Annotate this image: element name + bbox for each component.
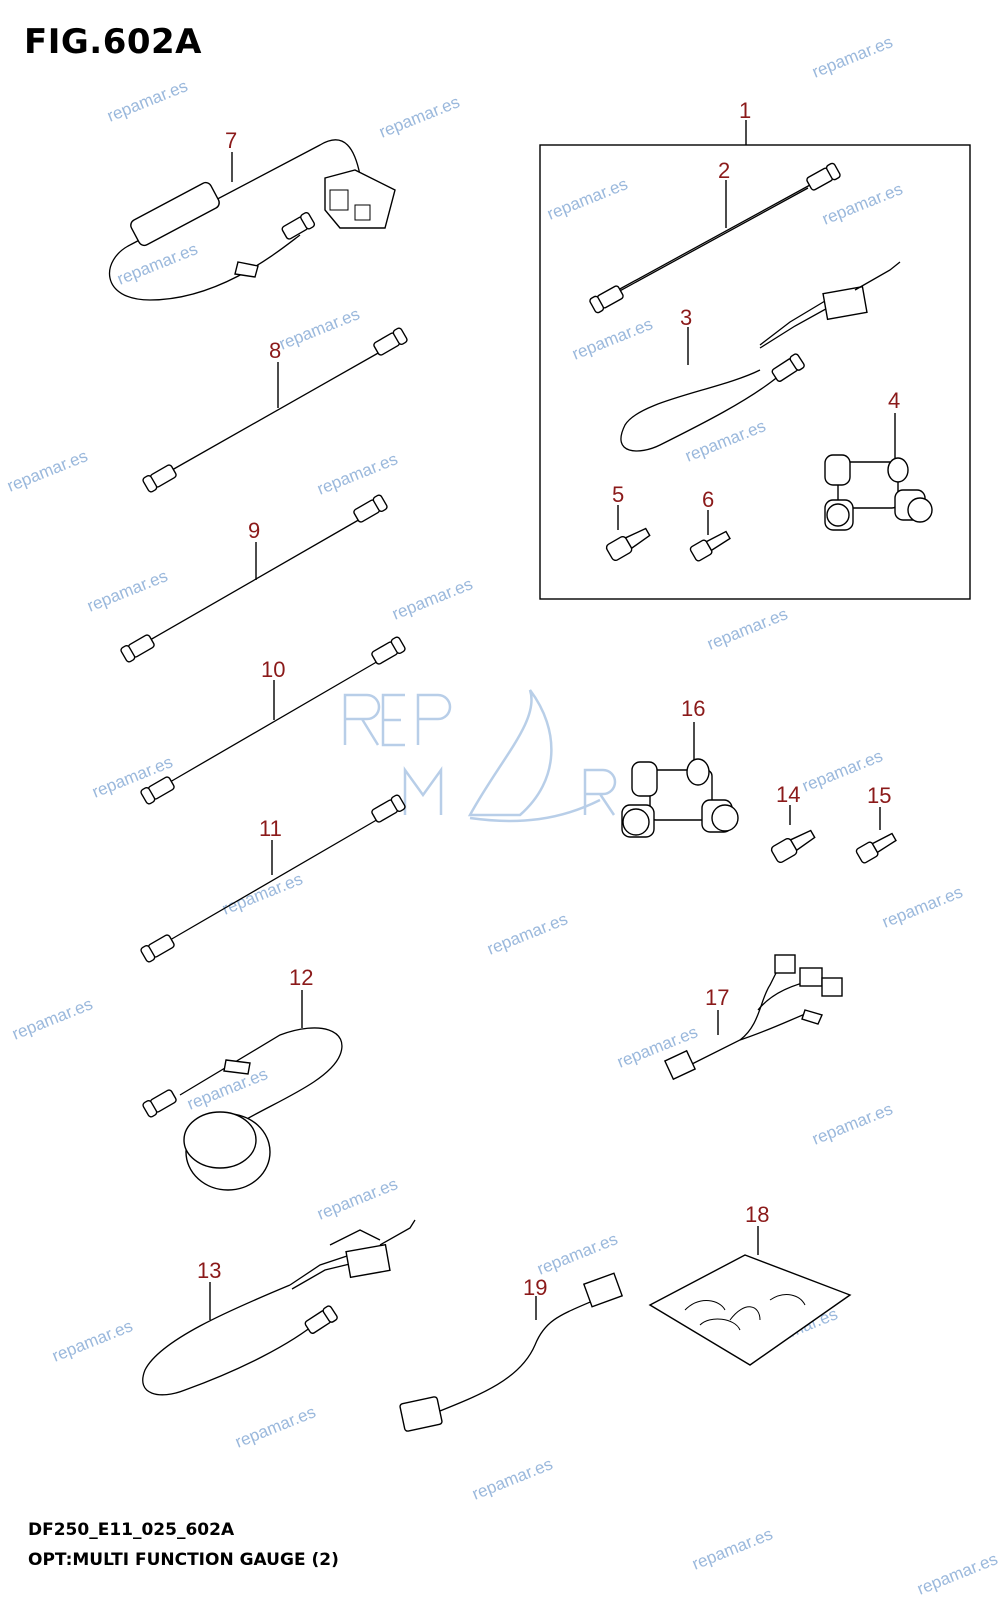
watermark: repamar.es	[682, 416, 768, 465]
model-code: DF250_E11_025_602A	[28, 1520, 235, 1540]
part-5-terminator	[605, 505, 651, 562]
watermark: repamar.es	[9, 994, 95, 1043]
callout-2: 2	[718, 158, 730, 183]
callout-6: 6	[702, 487, 714, 512]
watermark: repamar.es	[534, 1229, 620, 1278]
part-4-t-connector	[824, 413, 933, 531]
callout-12: 12	[289, 965, 313, 990]
watermark: repamar.es	[704, 604, 790, 653]
callout-17: 17	[705, 985, 729, 1010]
part-12-gps-antenna	[142, 990, 343, 1191]
callout-14: 14	[776, 782, 800, 807]
callout-7: 7	[225, 128, 237, 153]
callout-13: 13	[197, 1258, 221, 1283]
watermark: repamar.es	[4, 446, 90, 495]
callout-9: 9	[248, 518, 260, 543]
callout-8: 8	[269, 338, 281, 363]
callout-18: 18	[745, 1202, 769, 1227]
watermark: repamar.es	[104, 76, 190, 125]
watermark: repamar.es	[914, 1549, 1000, 1598]
watermark: repamar.es	[232, 1402, 318, 1451]
watermark: repamar.es	[689, 1524, 775, 1573]
watermark: repamar.es	[569, 314, 655, 363]
part-9-drop-cable	[120, 494, 388, 663]
watermark: repamar.es	[314, 1174, 400, 1223]
watermark: repamar.es	[376, 92, 462, 141]
watermark: repamar.es	[469, 1454, 555, 1503]
part-11-drop-cable	[140, 794, 406, 963]
callout-15: 15	[867, 783, 891, 808]
figure-caption: OPT:MULTI FUNCTION GAUGE (2)	[28, 1550, 339, 1570]
watermark: repamar.es	[819, 179, 905, 228]
watermark: repamar.es	[84, 566, 170, 615]
callout-4: 4	[888, 388, 900, 413]
watermark: repamar.es	[389, 574, 475, 623]
part-7-transducer-cable	[108, 139, 396, 301]
part-13-power-cable	[142, 1219, 416, 1396]
part-19-harness-cable	[399, 1272, 624, 1432]
kit-box-outline	[539, 144, 971, 600]
callout-labels: 1 2 3 4 5 6 7 8 9 10 11 12 13 14 15 16 1…	[197, 98, 900, 1300]
callout-11: 11	[259, 816, 282, 841]
watermark: repamar.es	[809, 1099, 895, 1148]
callout-3: 3	[680, 305, 692, 330]
part-17-harness	[663, 954, 843, 1081]
callout-10: 10	[261, 657, 285, 682]
figure-title: FIG.602A	[24, 22, 202, 62]
watermark: repamar.es	[276, 304, 362, 353]
part-16-t-connector	[621, 722, 739, 838]
part-2-backbone-cable	[589, 162, 841, 314]
watermark: repamar.es	[544, 174, 630, 223]
watermark: repamar.es	[484, 909, 570, 958]
watermark: repamar.es	[49, 1316, 135, 1365]
part-3-power-cable	[620, 261, 901, 452]
watermark: repamar.es	[314, 449, 400, 498]
callout-1: 1	[739, 98, 751, 123]
part-15-terminator	[855, 807, 897, 864]
part-14-terminator	[770, 805, 816, 864]
callout-19: 19	[523, 1275, 547, 1300]
part-8-drop-cable	[142, 327, 408, 493]
callout-16: 16	[681, 696, 705, 721]
part-18-parts-bag	[648, 1226, 852, 1366]
watermark: repamar.es	[219, 869, 305, 918]
repmar-logo	[343, 689, 617, 823]
part-10-drop-cable	[140, 636, 406, 805]
watermark: repamar.es	[879, 882, 965, 931]
callout-5: 5	[612, 482, 624, 507]
part-6-terminator	[689, 510, 731, 562]
watermark: repamar.es	[809, 32, 895, 81]
